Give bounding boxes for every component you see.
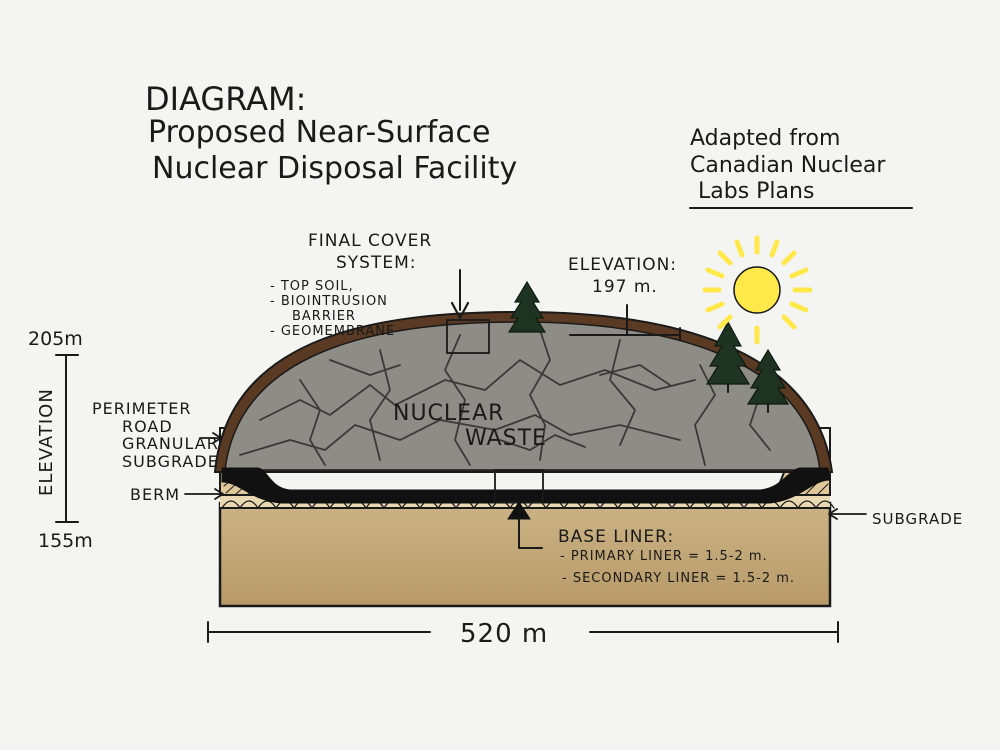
cover-heading-1: FINAL COVER bbox=[308, 231, 432, 251]
tree-icon bbox=[705, 320, 751, 393]
elevation-top-callout: ELEVATION: 197 m. bbox=[568, 255, 681, 341]
left-labels: PERIMETER ROAD GRANULAR SUBGRADE BERM bbox=[92, 399, 224, 504]
base-liner-primary: - PRIMARY LINER = 1.5-2 m. bbox=[560, 549, 768, 564]
elevation-axis: 205m 155m ELEVATION bbox=[28, 328, 93, 552]
cover-heading-2: SYSTEM: bbox=[336, 253, 417, 273]
cover-item-3: BARRIER bbox=[292, 309, 356, 324]
granular-label-1: GRANULAR bbox=[122, 434, 219, 453]
title-line-1: DIAGRAM: bbox=[145, 80, 306, 118]
granular-label-2: SUBGRADE bbox=[122, 452, 219, 471]
base-liner-callout: BASE LINER: - PRIMARY LINER = 1.5-2 m. -… bbox=[507, 501, 795, 586]
base-liner-secondary: - SECONDARY LINER = 1.5-2 m. bbox=[562, 571, 795, 586]
perimeter-label-2: ROAD bbox=[122, 417, 173, 436]
elevation-top-value: 197 m. bbox=[592, 277, 658, 297]
cover-detail-box bbox=[446, 319, 490, 354]
elevation-max-label: 205m bbox=[28, 328, 83, 350]
credit-line-1: Adapted from bbox=[690, 126, 840, 151]
title-line-2: Proposed Near-Surface bbox=[148, 115, 490, 150]
credit-line-3: Labs Plans bbox=[698, 179, 814, 204]
waste-label-1: NUCLEAR bbox=[393, 401, 504, 426]
nuclear-waste-mass bbox=[224, 321, 821, 471]
base-liner-heading: BASE LINER: bbox=[558, 527, 674, 547]
cover-arrow-head bbox=[450, 301, 470, 320]
elevation-min-label: 155m bbox=[38, 530, 93, 552]
sun-icon bbox=[702, 235, 813, 345]
berm-label: BERM bbox=[130, 485, 180, 504]
cover-item-4: - GEOMEMBRANE bbox=[270, 324, 395, 339]
cover-item-2: - BIOINTRUSION bbox=[270, 294, 388, 309]
elevation-axis-label: ELEVATION bbox=[36, 388, 57, 496]
final-cover-callout: FINAL COVER SYSTEM: - TOP SOIL, - BIOINT… bbox=[270, 231, 470, 339]
subgrade-callout: SUBGRADE bbox=[828, 508, 963, 528]
width-label: 520 m bbox=[460, 619, 548, 649]
elevation-top-label: ELEVATION: bbox=[568, 255, 677, 275]
title-block: DIAGRAM: Proposed Near-Surface Nuclear D… bbox=[145, 80, 517, 186]
width-dimension: 520 m bbox=[207, 619, 839, 649]
subgrade-label: SUBGRADE bbox=[872, 510, 963, 528]
title-line-3: Nuclear Disposal Facility bbox=[152, 151, 517, 186]
credit-block: Adapted from Canadian Nuclear Labs Plans bbox=[689, 126, 913, 209]
perimeter-label-1: PERIMETER bbox=[92, 399, 192, 418]
base-liner-black bbox=[221, 467, 831, 504]
tree-icon bbox=[746, 348, 790, 413]
cover-item-1: - TOP SOIL, bbox=[270, 279, 354, 294]
waste-label-2: WASTE bbox=[465, 426, 547, 451]
credit-line-2: Canadian Nuclear bbox=[690, 153, 886, 178]
tree-icon bbox=[507, 280, 547, 333]
subgrade-layer bbox=[218, 501, 832, 608]
